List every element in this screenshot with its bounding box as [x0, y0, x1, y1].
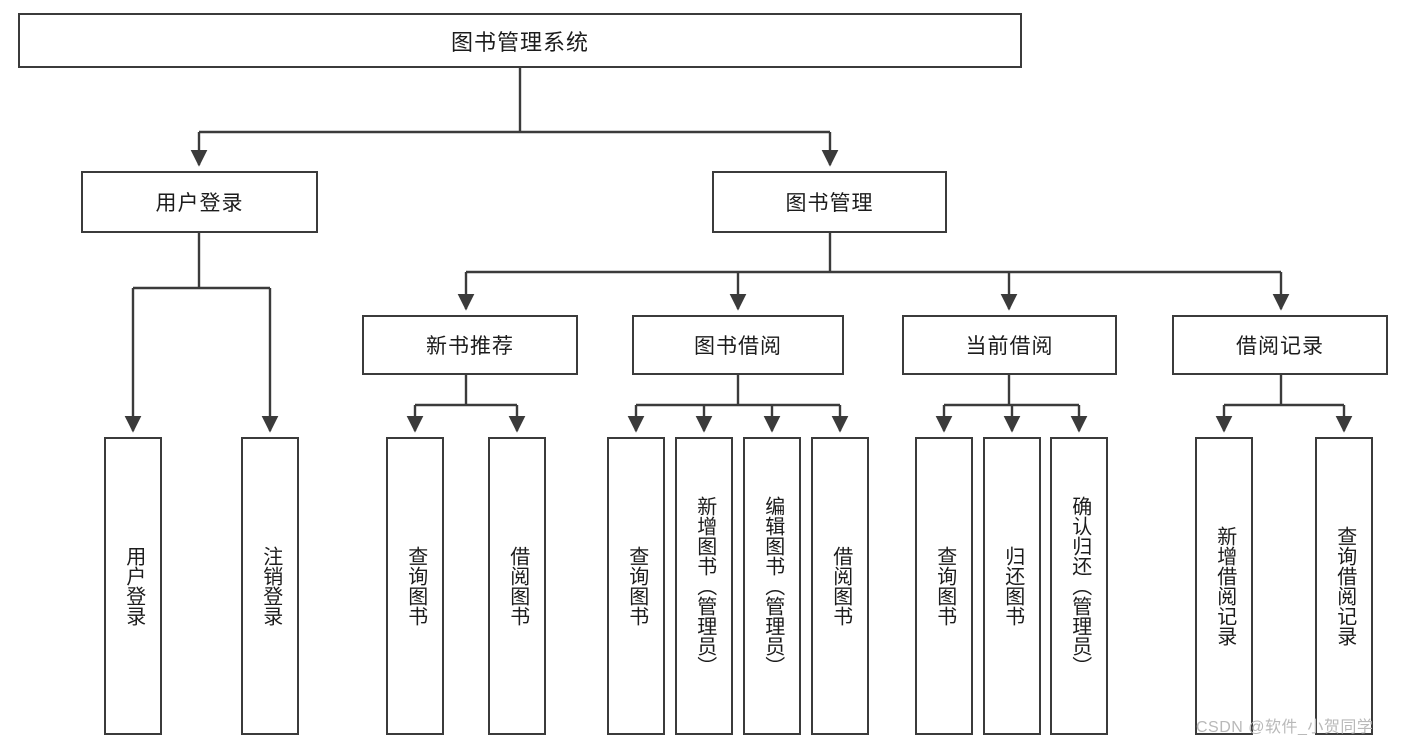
- leaf-label: 查询借阅记录: [1333, 526, 1356, 646]
- leaf-label: 查询图书: [625, 546, 648, 626]
- leaf-current-borrow-return[interactable]: 归还图书: [983, 437, 1041, 735]
- node-new-book-recommend[interactable]: 新书推荐: [362, 315, 578, 375]
- leaf-borrow-record-add[interactable]: 新增借阅记录: [1195, 437, 1253, 735]
- node-current-borrow[interactable]: 当前借阅: [902, 315, 1117, 375]
- leaf-label: 查询图书: [933, 546, 956, 626]
- leaf-label: 新增图书（管理员）: [693, 496, 716, 676]
- leaf-label: 查询图书: [404, 546, 427, 626]
- leaf-new-book-borrow[interactable]: 借阅图书: [488, 437, 546, 735]
- leaf-book-borrow-add[interactable]: 新增图书（管理员）: [675, 437, 733, 735]
- leaf-user-login-logout[interactable]: 注销登录: [241, 437, 299, 735]
- leaf-book-borrow-query[interactable]: 查询图书: [607, 437, 665, 735]
- leaf-current-borrow-query[interactable]: 查询图书: [915, 437, 973, 735]
- node-borrow-record[interactable]: 借阅记录: [1172, 315, 1388, 375]
- leaf-label: 新增借阅记录: [1213, 526, 1236, 646]
- leaf-label: 确认归还（管理员）: [1068, 496, 1091, 676]
- node-book-management[interactable]: 图书管理: [712, 171, 947, 233]
- leaf-book-borrow-edit[interactable]: 编辑图书（管理员）: [743, 437, 801, 735]
- watermark-text: CSDN @软件_小贺同学: [1196, 719, 1374, 736]
- leaf-label: 归还图书: [1001, 546, 1024, 626]
- node-root-book-management-system[interactable]: 图书管理系统: [18, 13, 1022, 68]
- leaf-label: 编辑图书（管理员）: [761, 496, 784, 676]
- leaf-book-borrow-borrow[interactable]: 借阅图书: [811, 437, 869, 735]
- leaf-new-book-query[interactable]: 查询图书: [386, 437, 444, 735]
- node-book-borrow[interactable]: 图书借阅: [632, 315, 844, 375]
- leaf-label: 注销登录: [259, 546, 282, 626]
- leaf-label: 借阅图书: [506, 546, 529, 626]
- leaf-label: 借阅图书: [829, 546, 852, 626]
- leaf-label: 用户登录: [122, 546, 145, 626]
- leaf-borrow-record-query[interactable]: 查询借阅记录: [1315, 437, 1373, 735]
- leaf-user-login-login[interactable]: 用户登录: [104, 437, 162, 735]
- leaf-current-borrow-confirm-return[interactable]: 确认归还（管理员）: [1050, 437, 1108, 735]
- node-user-login[interactable]: 用户登录: [81, 171, 318, 233]
